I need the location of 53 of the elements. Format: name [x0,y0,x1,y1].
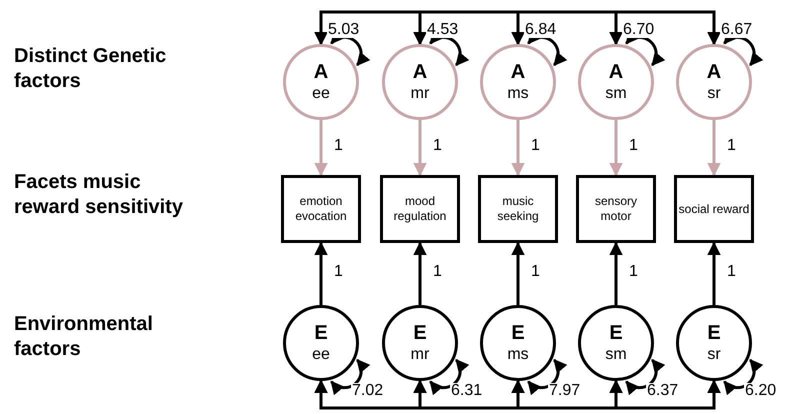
factor-letter: E [314,321,328,345]
factor-letter: E [511,321,525,345]
edge-label: 6.67 [720,22,754,38]
row-heading: Environmental factors [14,312,154,362]
edge-label: 6.70 [622,22,656,38]
facet-text: social reward [678,202,750,216]
factor-letter: A [314,60,328,84]
arrow [314,242,328,305]
variance-arrow [429,358,469,396]
facet-box [478,175,558,243]
factor-subscript: mr [410,84,430,104]
facet-text: music seeking [496,194,540,224]
edge-label: 4.53 [426,22,460,38]
factor-subscript: sm [605,345,627,365]
arrow [511,120,525,176]
facet-text: mood regulation [392,194,448,224]
arrow [314,120,328,176]
arrow [707,242,721,305]
row-heading: Distinct Genetic factors [14,44,168,94]
edge-label: 6.84 [524,22,558,38]
factor-subscript: ms [507,84,529,104]
factor-subscript: ee [312,84,330,104]
variance-arrow [527,358,567,396]
arrow [609,242,623,305]
factor-letter: A [608,60,624,84]
facet-box [674,175,754,243]
row-heading: Facets music reward sensitivity [14,170,184,220]
arrow [413,242,427,305]
arrow [707,120,721,176]
facet-text: emotion evocation [294,194,348,224]
facet-box [281,175,361,243]
arrow [413,120,427,176]
factor-letter: A [510,60,526,84]
facet-box [380,175,460,243]
factor-letter: E [609,321,623,345]
factor-subscript: ee [312,345,330,365]
factor-subscript: ms [507,345,529,365]
variance-arrow [625,358,665,396]
facet-text: sensory motor [594,194,638,224]
factor-subscript: mr [410,345,430,365]
variance-arrow [723,358,763,396]
arrow [609,120,623,176]
arrow [511,242,525,305]
factor-letter: E [413,321,427,345]
facet-box [576,175,656,243]
variance-arrow [330,358,370,396]
factor-subscript: sm [605,84,627,104]
factor-subscript: sr [707,345,721,365]
factor-subscript: sr [707,84,721,104]
edge-label: 5.03 [327,22,360,38]
factor-letter: E [707,321,721,345]
factor-letter: A [412,60,428,84]
factor-letter: A [706,60,722,84]
